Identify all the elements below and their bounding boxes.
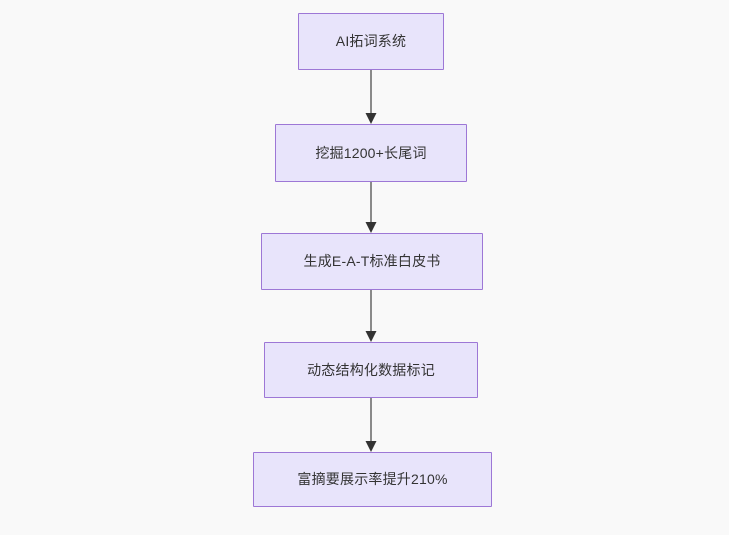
node-label: AI拓词系统: [335, 33, 407, 50]
edge-n4-n5: [365, 398, 377, 452]
node-label: 挖掘1200+长尾词: [315, 144, 427, 161]
node-label: 生成E-A-T标准白皮书: [303, 253, 441, 270]
flowchart-node-rich-snippet-impression-lift[interactable]: 富摘要展示率提升210%: [253, 452, 492, 507]
edge-n3-n4: [365, 290, 377, 342]
flowchart-node-generate-eat-whitepaper[interactable]: 生成E-A-T标准白皮书: [261, 233, 483, 290]
edge-n1-n2: [365, 70, 377, 124]
flowchart-node-ai-keyword-system[interactable]: AI拓词系统: [298, 13, 444, 70]
node-label: 动态结构化数据标记: [307, 361, 435, 378]
flowchart-node-dynamic-structured-data-markup[interactable]: 动态结构化数据标记: [264, 342, 478, 398]
flowchart-node-mine-longtail-keywords[interactable]: 挖掘1200+长尾词: [275, 124, 467, 182]
edge-n2-n3: [365, 182, 377, 233]
node-label: 富摘要展示率提升210%: [297, 471, 448, 488]
